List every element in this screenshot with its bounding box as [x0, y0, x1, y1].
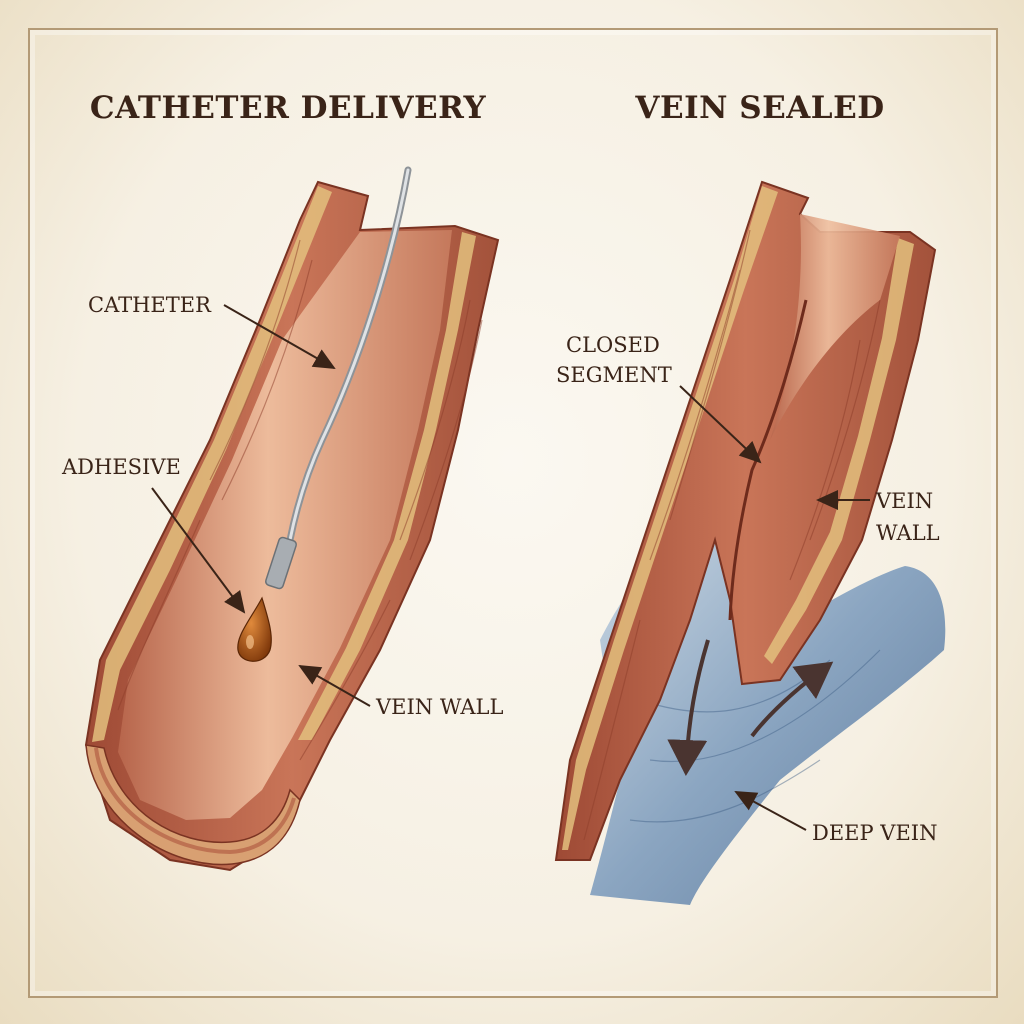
adhesive-label: ADHESIVE [61, 455, 181, 479]
right-title: VEIN SEALED [634, 90, 884, 126]
flow-arrow-up [750, 661, 834, 738]
vein-wall-right-label-line2: WALL [876, 521, 940, 545]
vein-wall-right-label-line1: VEIN [875, 489, 933, 513]
vein-wall-left-leader-line [298, 665, 371, 707]
left-vein [84, 166, 500, 872]
catheter-label: CATHETER [88, 293, 212, 317]
adhesive-leader-line [151, 487, 246, 614]
closed-segment-label-line2: SEGMENT [556, 363, 672, 387]
catheter-leader-line [223, 304, 336, 369]
border-frame [28, 28, 998, 998]
left-title: CATHETER DELIVERY [90, 90, 487, 126]
vein-wall-left-label: VEIN WALL [375, 695, 503, 719]
closed-segment-label-line1: CLOSED [566, 333, 660, 357]
right-vein [554, 180, 946, 905]
deep-vein-label: DEEP VEIN [812, 821, 937, 845]
flow-arrow-down [667, 639, 710, 776]
deep-vein-leader-line [734, 791, 807, 831]
closed-segment-leader-line [679, 385, 762, 464]
